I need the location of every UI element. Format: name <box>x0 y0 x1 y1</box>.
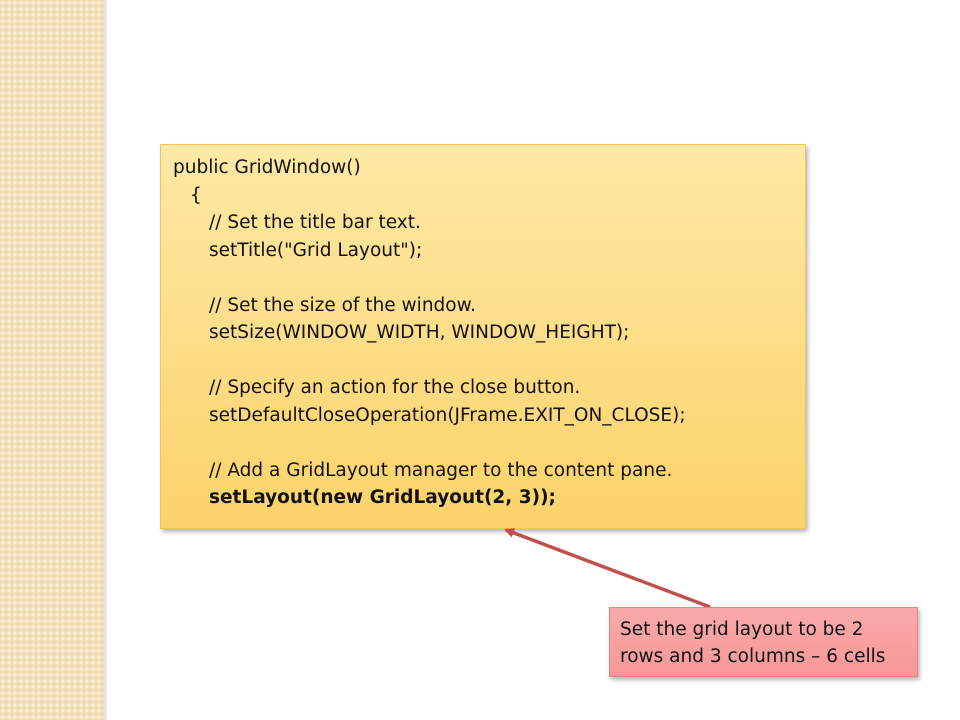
callout-text-line-1: Set the grid layout to be 2 <box>620 619 864 640</box>
code-line-set-layout: setLayout(new GridLayout(2, 3)); <box>209 487 556 508</box>
decorative-side-strip <box>0 0 104 720</box>
code-snippet-box: public GridWindow() { // Set the title b… <box>160 144 806 529</box>
explanation-callout: Set the grid layout to be 2 rows and 3 c… <box>609 607 918 677</box>
code-line-comment-size: // Set the size of the window. <box>209 294 476 316</box>
code-line-blank <box>173 347 795 375</box>
code-line-constructor: public GridWindow() <box>173 157 361 178</box>
code-line-blank <box>173 264 795 292</box>
code-line-comment-layout: // Add a GridLayout manager to the conte… <box>209 459 673 481</box>
code-line-set-size: setSize(WINDOW_WIDTH, WINDOW_HEIGHT); <box>209 322 630 343</box>
code-line-set-title: setTitle("Grid Layout"); <box>209 239 423 261</box>
code-line-set-close-operation: setDefaultCloseOperation(JFrame.EXIT_ON_… <box>209 404 686 426</box>
code-line-comment-close: // Specify an action for the close butto… <box>209 377 581 398</box>
callout-text-line-2: rows and 3 columns – 6 cells <box>620 646 886 667</box>
arrow-line <box>504 528 711 609</box>
side-strip-divider <box>104 0 107 720</box>
code-line-open-brace: { <box>190 184 202 206</box>
code-line-blank <box>173 429 795 457</box>
code-line-comment-title: // Set the title bar text. <box>209 212 421 233</box>
